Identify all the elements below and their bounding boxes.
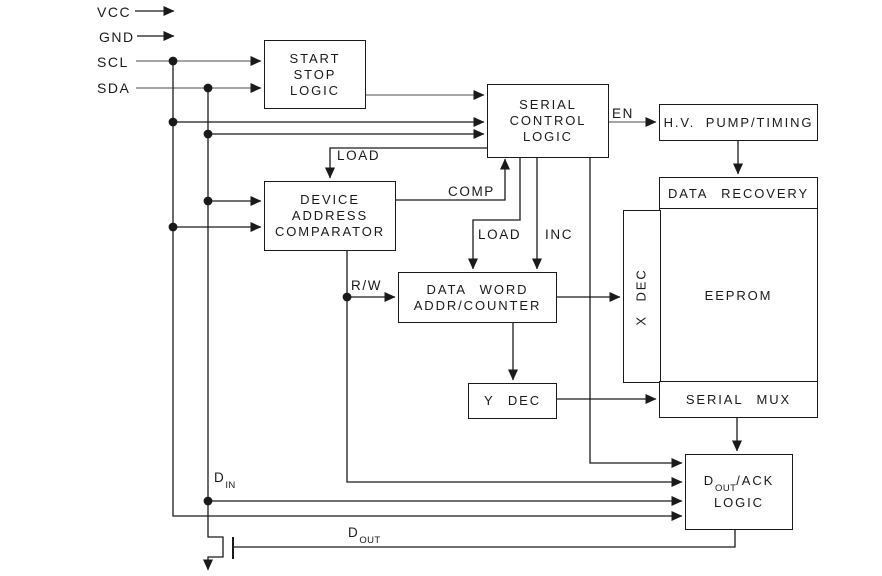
block-text-line: DATA WORD <box>426 281 529 297</box>
block-serial-mux: SERIAL MUX <box>659 381 818 418</box>
pin-label-scl: SCL <box>97 54 129 70</box>
block-data-recovery: DATA RECOVERY <box>659 177 818 210</box>
block-text-line: X DEC <box>634 267 650 326</box>
block-text-line: START <box>289 50 341 66</box>
block-hv-pump-timing: H.V. PUMP/TIMING <box>659 104 818 141</box>
signal-label-din: DIN <box>214 470 236 491</box>
wire-rw-to-doutack <box>346 249 683 487</box>
block-text-line: COMPARATOR <box>274 224 385 239</box>
signal-label-rw: R/W <box>351 278 383 293</box>
block-text-line: DOUT/ACK <box>703 473 775 494</box>
wire-comp <box>394 158 510 201</box>
pin-label-vcc: VCC <box>97 4 132 20</box>
signal-label-load-addr: LOAD <box>337 148 381 163</box>
block-text-line: Y DEC <box>484 393 541 408</box>
block-text-line: DEVICE <box>300 192 360 207</box>
junction-dots <box>168 56 352 506</box>
block-text-line: LOGIC <box>290 82 340 98</box>
wire-load-comparator <box>325 147 487 179</box>
signal-label-inc: INC <box>545 227 574 242</box>
pin-label-sda: SDA <box>97 80 131 96</box>
signal-label-comp: COMP <box>448 184 495 199</box>
block-device-address-comparator: DEVICE ADDRESS COMPARATOR <box>264 181 396 251</box>
block-text-line: DATA RECOVERY <box>667 185 810 201</box>
block-start-stop-logic: START STOP LOGIC <box>264 40 366 109</box>
block-text-line: EEPROM <box>704 287 773 303</box>
block-text-line: ADDRESS <box>291 208 369 223</box>
block-eeprom: EEPROM <box>659 208 818 383</box>
wire-serial-to-doutack <box>589 156 683 468</box>
wire-load-counter <box>468 156 521 270</box>
signal-label-en: EN <box>612 106 634 121</box>
wire-scl-bottom <box>172 61 683 521</box>
block-text-line: ADDR/COUNTER <box>413 297 542 313</box>
output-mosfet-transistor <box>203 88 224 571</box>
signal-label-dout: DOUT <box>348 525 381 546</box>
block-text-line: STOP <box>293 66 337 82</box>
block-y-dec: Y DEC <box>468 383 557 419</box>
block-text-line: LOGIC <box>714 494 764 510</box>
block-text-line: SERIAL <box>519 97 577 112</box>
block-text-line: H.V. PUMP/TIMING <box>663 114 814 130</box>
block-serial-control-logic: SERIAL CONTROL LOGIC <box>487 84 609 158</box>
block-dout-ack-logic: DOUT/ACK LOGIC <box>685 454 793 530</box>
block-text-line: CONTROL <box>509 113 587 128</box>
block-text-line: LOGIC <box>523 129 573 144</box>
block-x-dec: X DEC <box>623 210 661 383</box>
block-text-line: SERIAL MUX <box>685 391 792 407</box>
wire-dout <box>234 528 736 548</box>
signal-label-load-word: LOAD <box>478 227 522 242</box>
block-data-word-addr-counter: DATA WORD ADDR/COUNTER <box>398 272 557 323</box>
pin-label-gnd: GND <box>99 29 135 45</box>
